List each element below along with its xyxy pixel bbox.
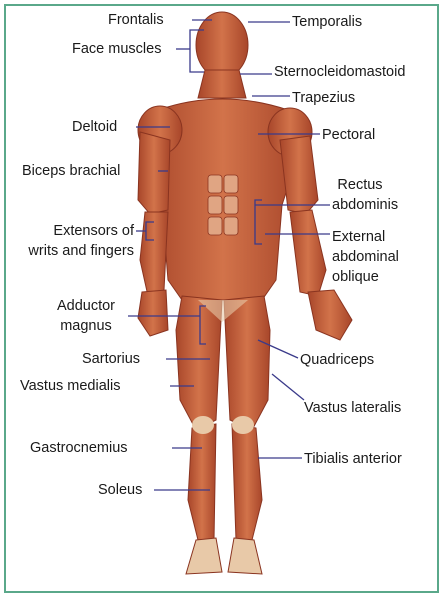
label-deltoid: Deltoid bbox=[72, 118, 117, 137]
left-hand bbox=[138, 290, 168, 336]
left-upper-arm bbox=[138, 132, 170, 214]
leader-vastus-lateralis bbox=[272, 374, 304, 400]
head bbox=[196, 12, 248, 78]
abs-4 bbox=[224, 196, 238, 214]
label-external-line2: abdominal bbox=[332, 248, 399, 267]
right-forearm bbox=[290, 210, 326, 296]
right-foot bbox=[228, 538, 262, 574]
label-temporalis: Temporalis bbox=[292, 13, 362, 32]
label-rectus-line1: Rectus bbox=[330, 176, 390, 195]
label-face-muscles: Face muscles bbox=[72, 40, 161, 59]
label-gastrocnemius: Gastrocnemius bbox=[30, 439, 128, 458]
abs-2 bbox=[224, 175, 238, 193]
abs-1 bbox=[208, 175, 222, 193]
label-biceps-brachial: Biceps brachial bbox=[22, 162, 120, 181]
left-shin bbox=[188, 424, 216, 548]
label-frontalis: Frontalis bbox=[108, 11, 164, 30]
abs-6 bbox=[224, 217, 238, 235]
label-external-line3: oblique bbox=[332, 268, 379, 287]
label-extensors-line1: Extensors of bbox=[14, 222, 134, 241]
left-forearm bbox=[140, 212, 168, 296]
label-vastus-lateralis: Vastus lateralis bbox=[304, 399, 401, 418]
abs-3 bbox=[208, 196, 222, 214]
label-external-line1: External bbox=[332, 228, 385, 247]
right-shin bbox=[232, 424, 262, 548]
right-upper-arm bbox=[280, 136, 318, 214]
label-trapezius: Trapezius bbox=[292, 89, 355, 108]
label-sartorius: Sartorius bbox=[82, 350, 140, 369]
label-soleus: Soleus bbox=[98, 481, 142, 500]
label-pectoral: Pectoral bbox=[322, 126, 375, 145]
left-knee bbox=[192, 416, 214, 434]
label-vastus-medialis: Vastus medialis bbox=[20, 377, 120, 396]
label-quadriceps: Quadriceps bbox=[300, 351, 374, 370]
label-tibialis-anterior: Tibialis anterior bbox=[304, 450, 402, 469]
left-foot bbox=[186, 538, 222, 574]
label-adductor-line2: magnus bbox=[44, 317, 128, 336]
label-rectus-line2: abdominis bbox=[332, 196, 398, 215]
label-extensors-line2: writs and fingers bbox=[10, 242, 134, 261]
right-knee bbox=[232, 416, 254, 434]
label-adductor-line1: Adductor bbox=[44, 297, 128, 316]
abs-5 bbox=[208, 217, 222, 235]
right-hand bbox=[308, 290, 352, 340]
label-sternocleidomastoid: Sternocleidomastoid bbox=[274, 63, 405, 82]
neck bbox=[198, 70, 246, 98]
right-thigh bbox=[224, 296, 270, 430]
